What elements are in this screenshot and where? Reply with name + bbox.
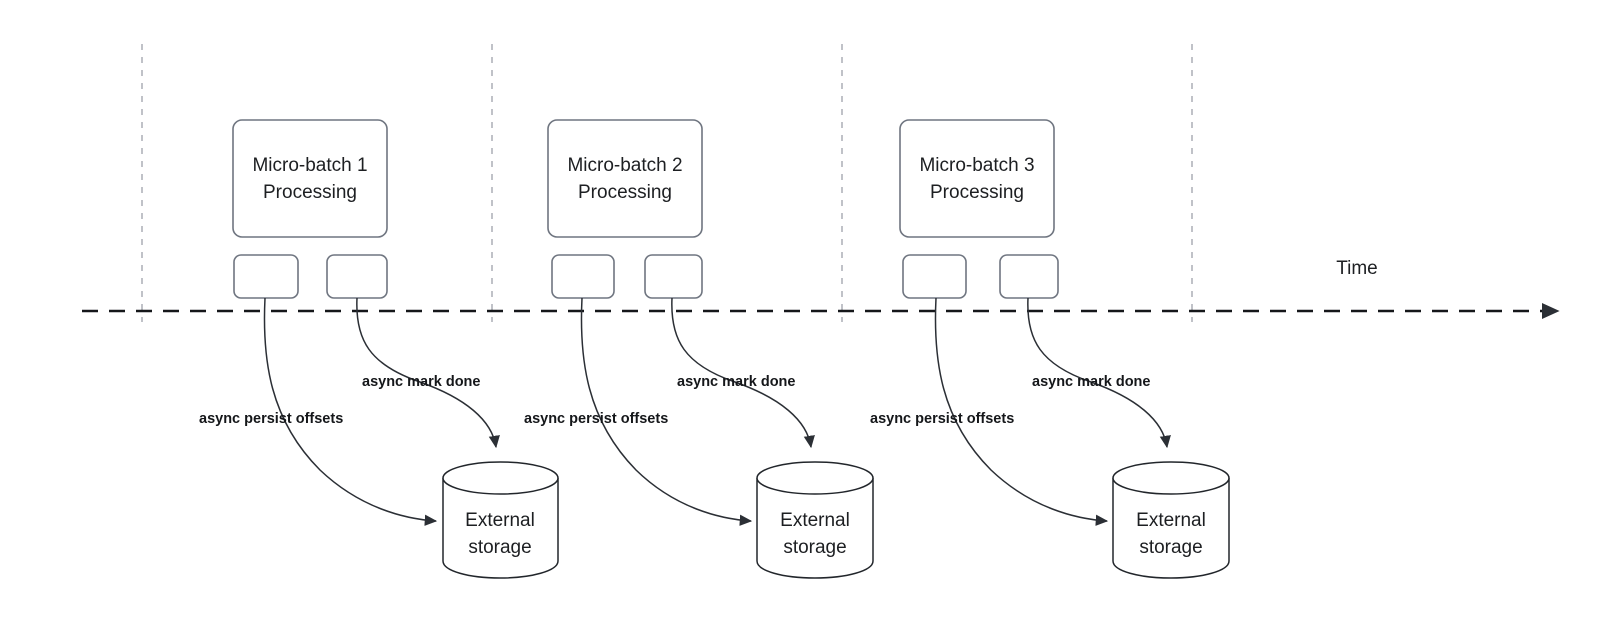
external-storage-2-top bbox=[756, 461, 874, 495]
micro-batch-3-mark-done-label: async mark done bbox=[1032, 374, 1150, 390]
external-storage-1-top bbox=[442, 461, 559, 495]
micro-batch-2-label-line1: Micro-batch 2 bbox=[567, 155, 682, 176]
external-storage-2-label-line2: storage bbox=[783, 537, 846, 558]
micro-batch-1-task-box-persist[interactable] bbox=[233, 254, 299, 299]
micro-batch-2-persist-offsets-edge bbox=[580, 297, 753, 526]
micro-batch-1-label-line1: Micro-batch 1 bbox=[252, 155, 367, 176]
micro-batch-1-persist-offsets-label: async persist offsets bbox=[199, 411, 343, 427]
micro-batch-1-processing-box[interactable] bbox=[232, 119, 388, 238]
micro-batch-3-persist-offsets-edge bbox=[934, 297, 1109, 526]
micro-batch-3-task-box-persist[interactable] bbox=[902, 254, 967, 299]
micro-batch-2-label-line2: Processing bbox=[578, 182, 672, 203]
micro-batch-3-task-box-mark[interactable] bbox=[999, 254, 1059, 299]
external-storage-3-body bbox=[1112, 478, 1230, 579]
micro-batch-1-task-box-mark[interactable] bbox=[326, 254, 388, 299]
micro-batch-group-1: Micro-batch 1 Processing async persist o… bbox=[199, 119, 559, 579]
micro-batch-3-mark-done-edge bbox=[1027, 297, 1171, 449]
external-storage-1-body bbox=[442, 478, 559, 579]
external-storage-1[interactable]: External storage bbox=[442, 461, 559, 579]
micro-batch-2-mark-done-label: async mark done bbox=[677, 374, 795, 390]
micro-batch-2-task-box-mark[interactable] bbox=[644, 254, 703, 299]
external-storage-3-label-line1: External bbox=[1136, 510, 1206, 531]
micro-batch-2-mark-done-edge bbox=[671, 297, 815, 449]
external-storage-2-label-line1: External bbox=[780, 510, 850, 531]
external-storage-2-body bbox=[756, 478, 874, 579]
micro-batch-1-mark-done-label: async mark done bbox=[362, 374, 480, 390]
micro-batch-3-persist-offsets-label: async persist offsets bbox=[870, 411, 1014, 427]
external-storage-3-label-line2: storage bbox=[1139, 537, 1202, 558]
micro-batch-2-persist-offsets-label: async persist offsets bbox=[524, 411, 668, 427]
external-storage-1-label-line2: storage bbox=[468, 537, 531, 558]
external-storage-3-top bbox=[1112, 461, 1230, 495]
external-storage-2[interactable]: External storage bbox=[756, 461, 874, 579]
external-storage-3[interactable]: External storage bbox=[1112, 461, 1230, 579]
micro-batch-1-persist-offsets-edge bbox=[263, 297, 438, 526]
time-axis-label: Time bbox=[1336, 258, 1378, 279]
time-axis: Time bbox=[82, 258, 1560, 319]
micro-batch-3-processing-box[interactable] bbox=[899, 119, 1055, 238]
external-storage-1-label-line1: External bbox=[465, 510, 535, 531]
micro-batch-3-label-line1: Micro-batch 3 bbox=[919, 155, 1034, 176]
micro-batch-3-label-line2: Processing bbox=[930, 182, 1024, 203]
micro-batch-group-2: Micro-batch 2 Processing async persist o… bbox=[524, 119, 874, 579]
micro-batch-1-mark-done-edge bbox=[356, 297, 500, 449]
micro-batch-group-3: Micro-batch 3 Processing async persist o… bbox=[870, 119, 1230, 579]
micro-batch-2-task-box-persist[interactable] bbox=[551, 254, 615, 299]
micro-batch-2-processing-box[interactable] bbox=[547, 119, 703, 238]
micro-batch-1-label-line2: Processing bbox=[263, 182, 357, 203]
